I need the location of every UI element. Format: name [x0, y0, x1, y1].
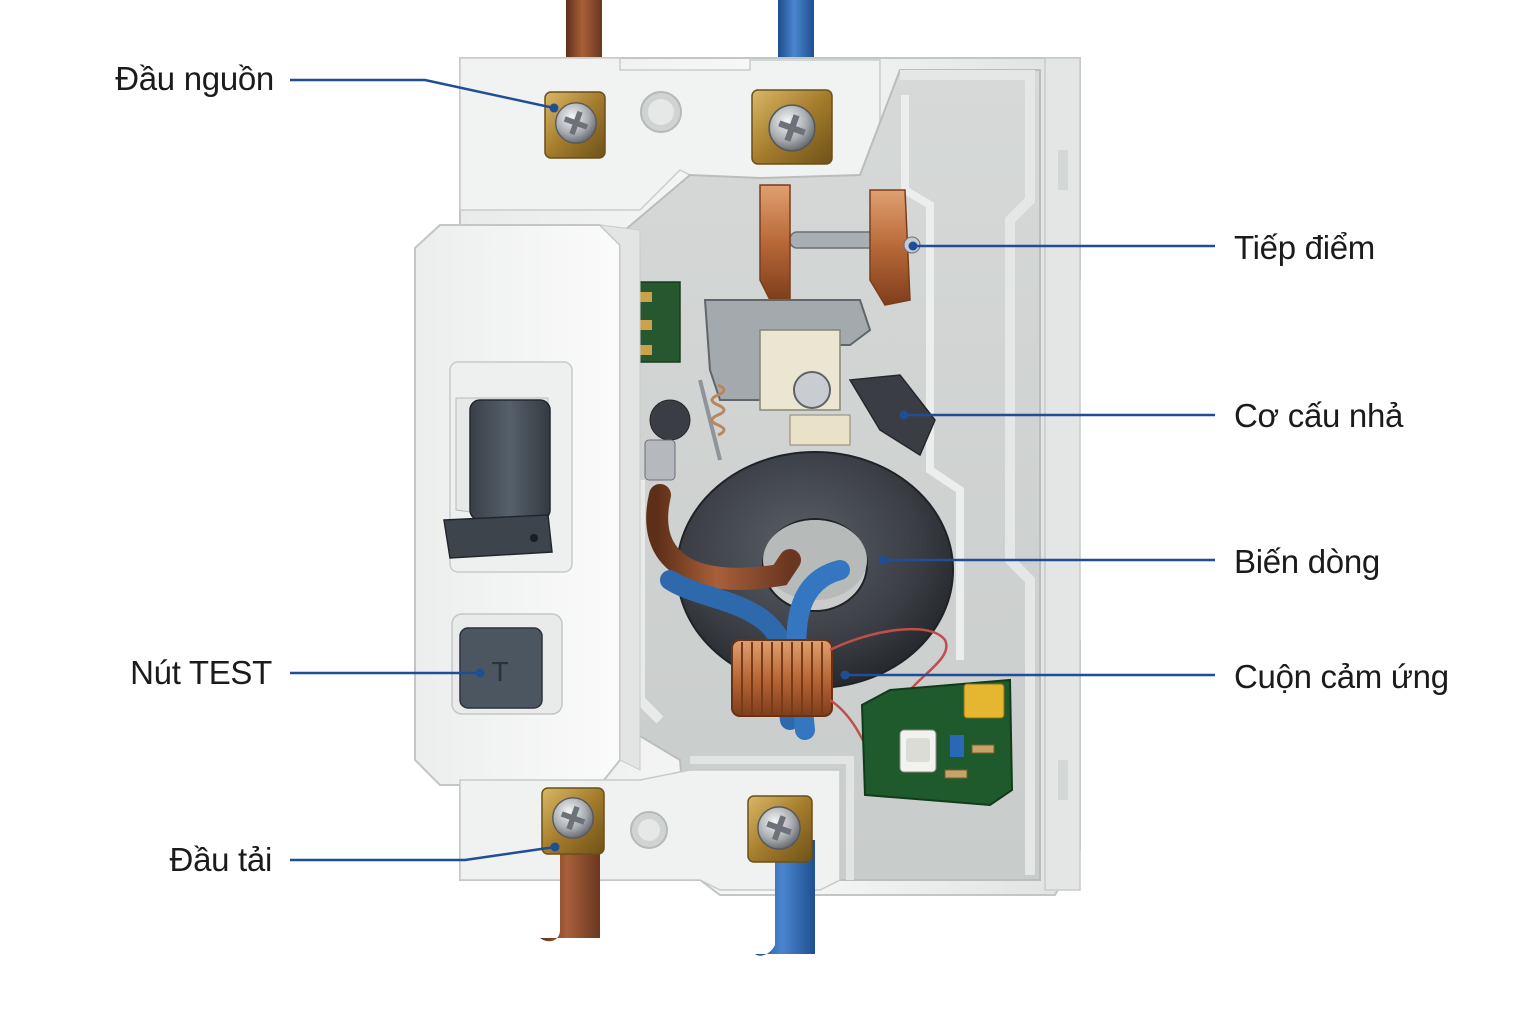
label-trip-mechanism: Cơ cấu nhả [1234, 399, 1403, 432]
label-test-button: Nút TEST [130, 656, 272, 689]
test-button-letter: T [491, 656, 508, 687]
electronics-pcb [862, 680, 1012, 805]
test-button[interactable]: T [452, 614, 562, 714]
source-terminal-left [545, 92, 605, 158]
label-source-terminal: Đầu nguồn [115, 62, 274, 95]
source-terminal-right [752, 90, 832, 164]
toggle-handle[interactable] [444, 398, 552, 558]
load-terminal-left [542, 788, 604, 854]
label-current-transformer: Biến dòng [1234, 545, 1380, 578]
label-sense-coil: Cuộn cảm ứng [1234, 660, 1449, 693]
load-terminal-right [748, 796, 812, 862]
label-contacts: Tiếp điểm [1234, 231, 1375, 264]
label-load-terminal: Đầu tải [170, 843, 272, 876]
